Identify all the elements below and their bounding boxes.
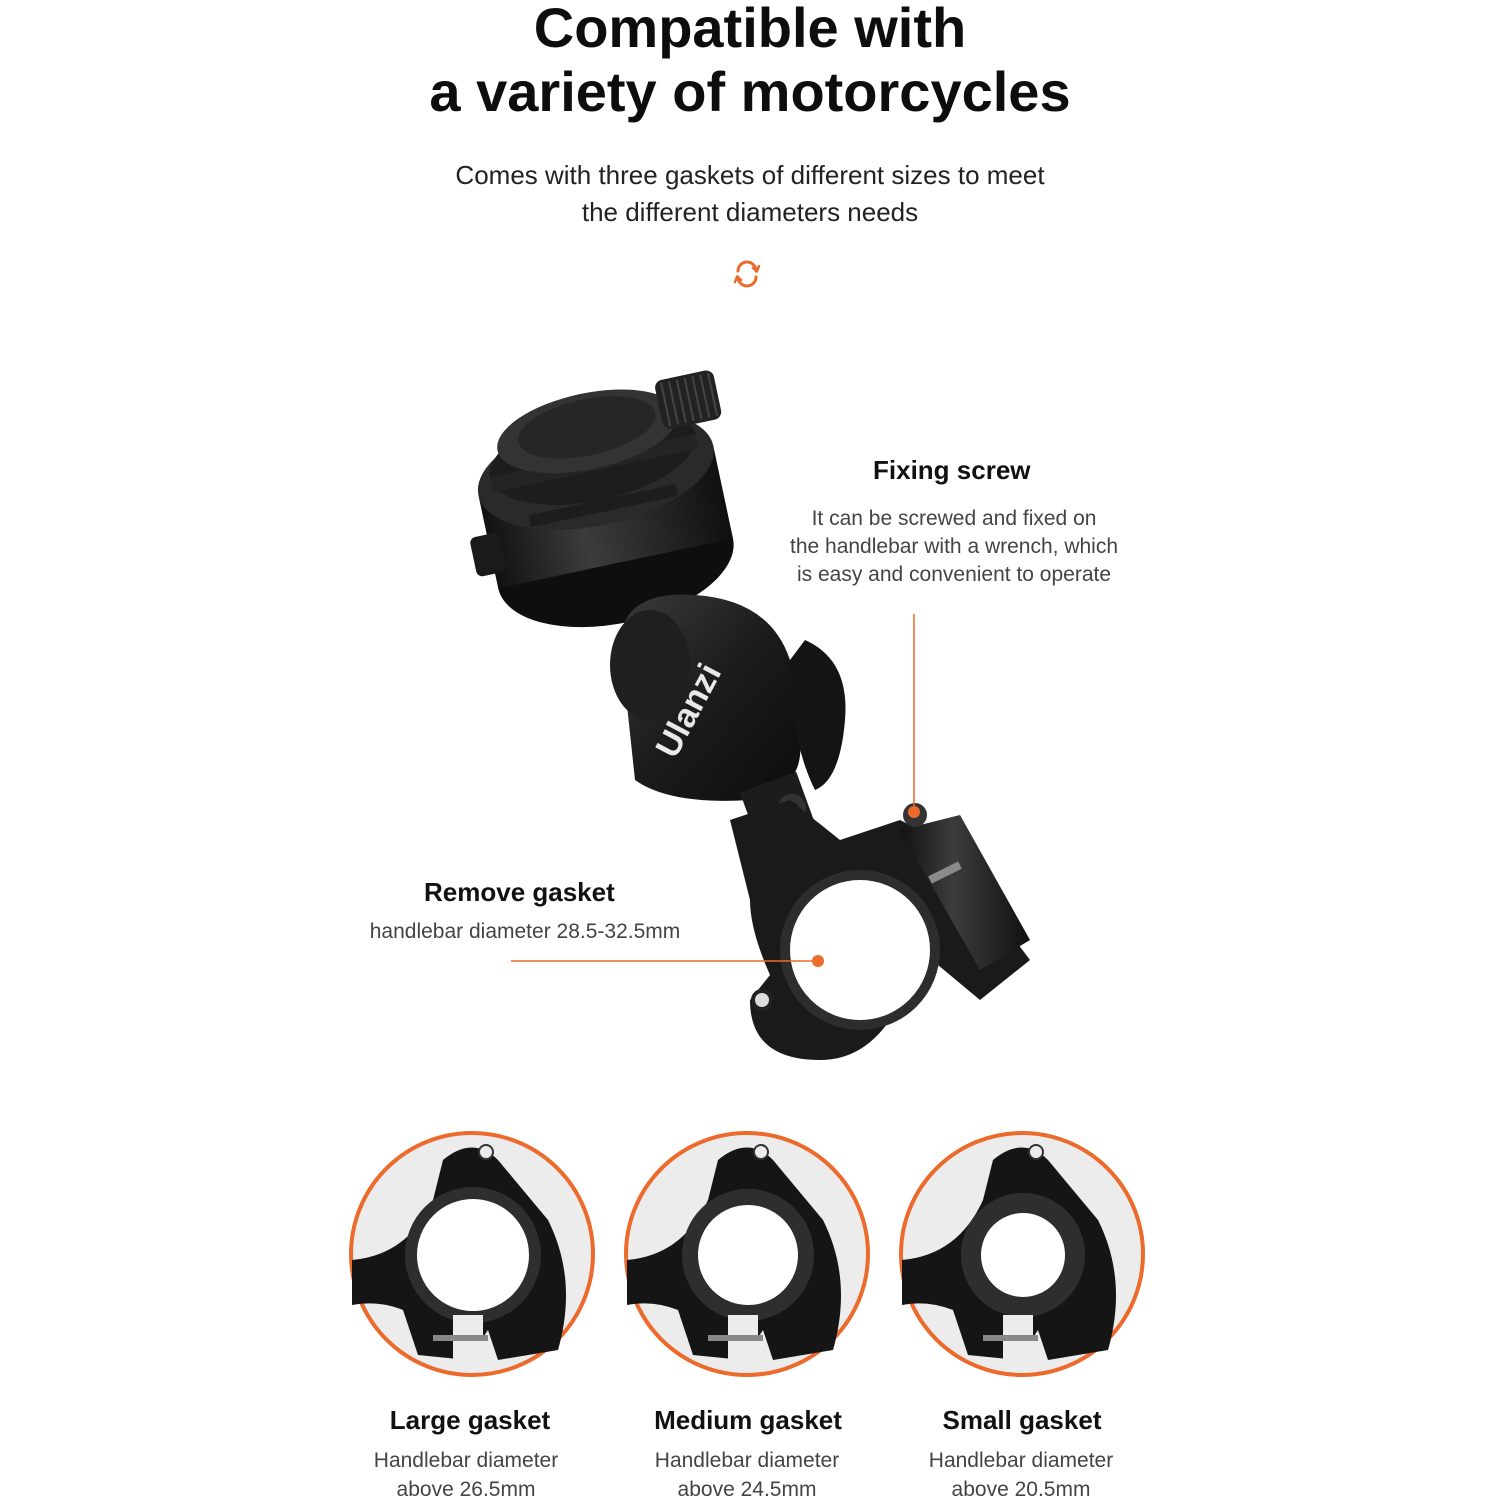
large-gasket-line1: Handlebar diameter (373, 1449, 559, 1472)
small-gasket-line2: above 20.5mm (951, 1478, 1091, 1501)
fixing-screw-leader-line (908, 614, 920, 818)
remove-gasket-leader-line (511, 955, 824, 967)
small-gasket-description: Handlebar diameter above 20.5mm (871, 1446, 1171, 1504)
fixing-screw-line2: the handlebar with a wrench, which (789, 535, 1119, 558)
large-gasket-image (349, 1131, 595, 1377)
large-gasket-title: Large gasket (389, 1405, 551, 1435)
page-title-line2: a variety of motorcycles (429, 60, 1071, 123)
remove-gasket-title: Remove gasket (424, 877, 615, 907)
small-gasket-title: Small gasket (942, 1405, 1102, 1435)
subtitle-line1: Comes with three gaskets of different si… (455, 160, 1045, 190)
medium-gasket-title: Medium gasket (654, 1405, 842, 1435)
medium-gasket-description: Handlebar diameter above 24.5mm (597, 1446, 897, 1504)
motorcycle-mount-image: Ulanzi (470, 370, 1030, 1060)
large-gasket-description: Handlebar diameter above 26.5mm (316, 1446, 616, 1504)
fixing-screw-line1: It can be screwed and fixed on (811, 507, 1097, 530)
page-title-line1: Compatible with (533, 0, 967, 59)
circular-arrows-icon (733, 260, 761, 288)
fixing-screw-title: Fixing screw (873, 455, 1031, 485)
subtitle-line2: the different diameters needs (581, 197, 919, 227)
remove-gasket-description: handlebar diameter 28.5-32.5mm (369, 920, 681, 943)
medium-gasket-line1: Handlebar diameter (654, 1449, 840, 1472)
medium-gasket-image (624, 1131, 870, 1377)
fixing-screw-description: It can be screwed and fixed on the handl… (754, 505, 1154, 589)
large-gasket-line2: above 26.5mm (396, 1478, 536, 1501)
small-gasket-image (899, 1131, 1145, 1377)
small-gasket-line1: Handlebar diameter (928, 1449, 1114, 1472)
medium-gasket-line2: above 24.5mm (677, 1478, 817, 1501)
fixing-screw-line3: is easy and convenient to operate (796, 563, 1112, 586)
